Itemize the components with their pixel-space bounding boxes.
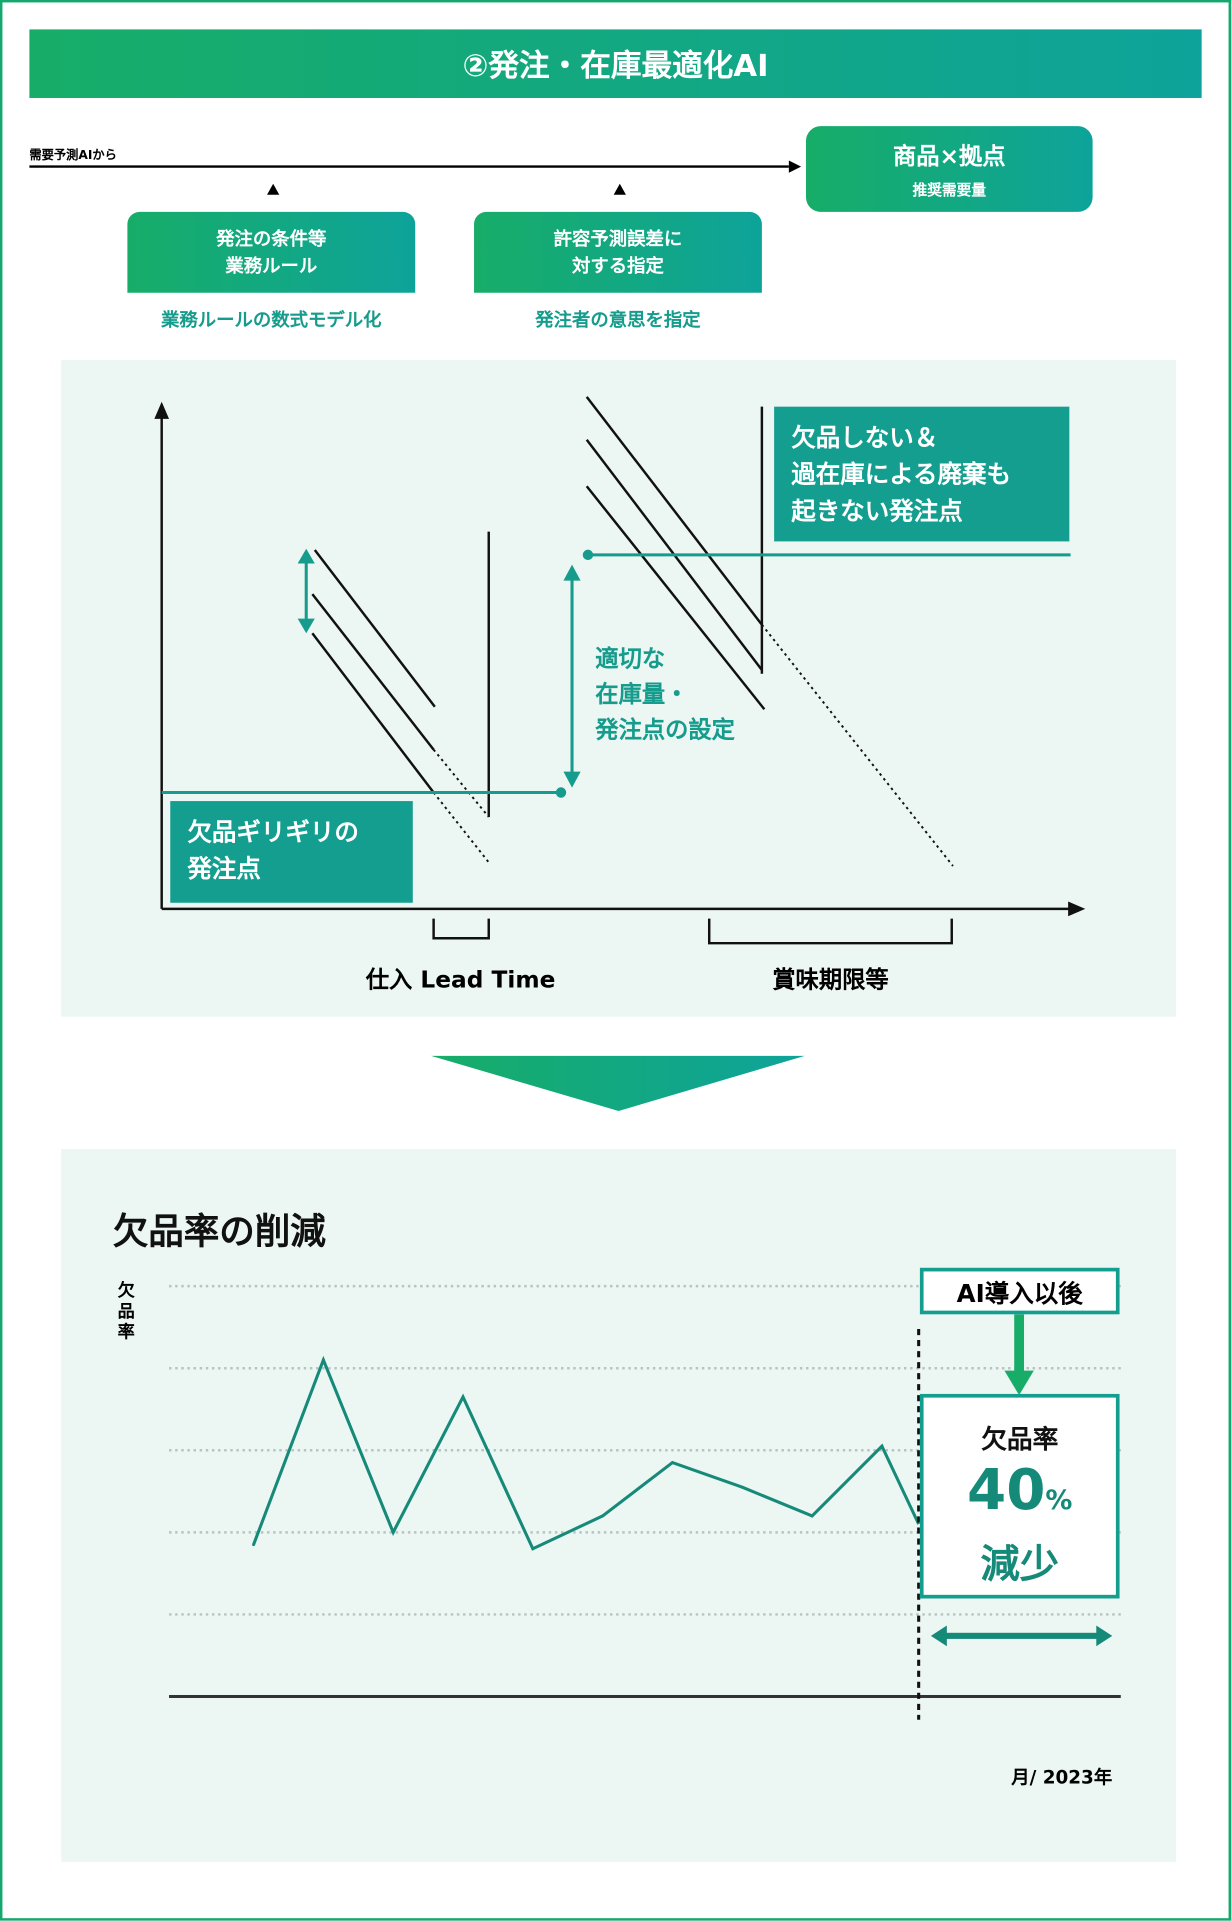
result-value: 40	[967, 1456, 1046, 1523]
arrow-head-icon	[788, 160, 802, 173]
data-point	[252, 1543, 256, 1547]
data-point	[671, 1461, 674, 1465]
business-rule-caption: 業務ルールの数式モデル化	[161, 308, 382, 331]
box-line: 欠品ギリギリの	[187, 817, 359, 847]
data-point	[880, 1444, 884, 1448]
output-box: 商品×拠点 推奨需要量	[805, 126, 1093, 212]
down-triangle-icon	[431, 1055, 805, 1111]
flow-arrows	[29, 160, 802, 195]
result-suffix: 減少	[980, 1540, 1059, 1588]
box-line: 欠品しない＆	[791, 422, 939, 452]
box-line: 発注点	[187, 853, 261, 884]
box-line: 発注の条件等	[216, 227, 327, 250]
business-rule-box: 発注の条件等 業務ルール	[127, 211, 416, 293]
box-line: 起きない発注点	[791, 496, 963, 526]
optimal-order-point-box: 欠品しない＆ 過在庫による廃棄も 起きない発注点	[774, 406, 1070, 542]
result-unit: %	[1045, 1485, 1073, 1517]
data-point	[740, 1485, 744, 1489]
label-line: 在庫量・	[595, 681, 689, 708]
ai-introduction-label: AI導入以後	[919, 1267, 1120, 1315]
y-axis-label: 欠品率	[117, 1281, 135, 1343]
expiry-label: 賞味期限等	[772, 966, 889, 994]
label-line: 発注点の設定	[595, 716, 735, 744]
output-title: 商品×拠点	[892, 143, 1006, 171]
input-label: 需要予測AIから	[29, 149, 117, 163]
box-line: 業務ルール	[225, 254, 318, 277]
lead-time-label: 仕入 Lead Time	[365, 966, 556, 994]
box-line: 許容予測誤差に	[553, 227, 683, 250]
setting-label: 適切な 在庫量・ 発注点の設定	[595, 642, 735, 749]
period-double-arrow-icon	[930, 1625, 1113, 1647]
result-label: 欠品率	[981, 1424, 1059, 1454]
output-subtitle: 推奨需要量	[912, 181, 987, 199]
error-tolerance-caption: 発注者の意思を指定	[535, 308, 701, 331]
x-axis-unit: 月/ 2023年	[1011, 1766, 1113, 1789]
error-tolerance-box: 許容予測誤差に 対する指定	[474, 211, 762, 293]
up-triangle-icon	[267, 183, 280, 195]
result-box: 欠品率 40% 減少	[919, 1393, 1120, 1599]
data-point	[461, 1395, 465, 1399]
results-title: 欠品率の削減	[112, 1210, 326, 1252]
down-arrow-icon	[1004, 1314, 1034, 1396]
line-chart	[169, 1284, 1121, 1720]
x-axis-arrow-icon	[1068, 901, 1086, 917]
data-point	[810, 1514, 814, 1518]
y-axis-arrow-icon	[154, 401, 170, 419]
data-point	[321, 1358, 325, 1362]
up-triangle-icon	[613, 183, 626, 195]
box-line: 対する指定	[572, 254, 664, 277]
data-point	[531, 1547, 535, 1551]
data-point	[391, 1530, 395, 1534]
page-title: ②発注・在庫最適化AI	[29, 29, 1202, 98]
data-point	[601, 1514, 605, 1518]
minimal-order-point-box: 欠品ギリギリの 発注点	[170, 801, 413, 903]
inventory-diagram	[154, 396, 1086, 945]
box-line: 過在庫による廃棄も	[791, 459, 1012, 489]
label-line: 適切な	[595, 645, 666, 673]
series-line	[252, 1355, 921, 1551]
